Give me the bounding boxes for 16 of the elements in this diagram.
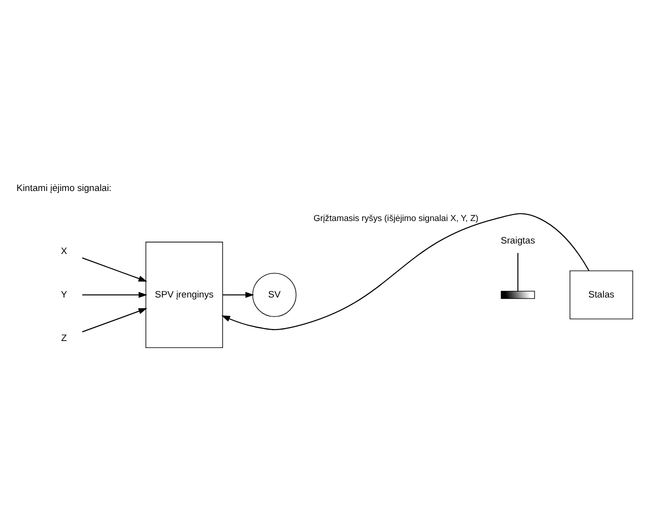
arrow <box>82 292 148 298</box>
node-bar <box>500 290 535 299</box>
arrow <box>221 213 590 330</box>
arrow <box>222 292 254 298</box>
arrow <box>82 308 148 332</box>
node-text: X <box>60 246 68 256</box>
connector <box>517 252 518 292</box>
node-box: SPV įrenginys <box>146 242 223 348</box>
edge-label: Grįžtamasis ryšys (išjėjimo signalai X, Y, Z) <box>313 213 478 224</box>
node-box: Stalas <box>570 270 634 320</box>
arrow <box>82 257 148 282</box>
node-text: Y <box>60 289 68 300</box>
node-circle: SV <box>252 272 296 317</box>
node-text: Sraigtas <box>500 235 536 246</box>
label: Kintami įėjimo signalai: <box>16 183 112 194</box>
node-text: Z <box>61 332 67 343</box>
